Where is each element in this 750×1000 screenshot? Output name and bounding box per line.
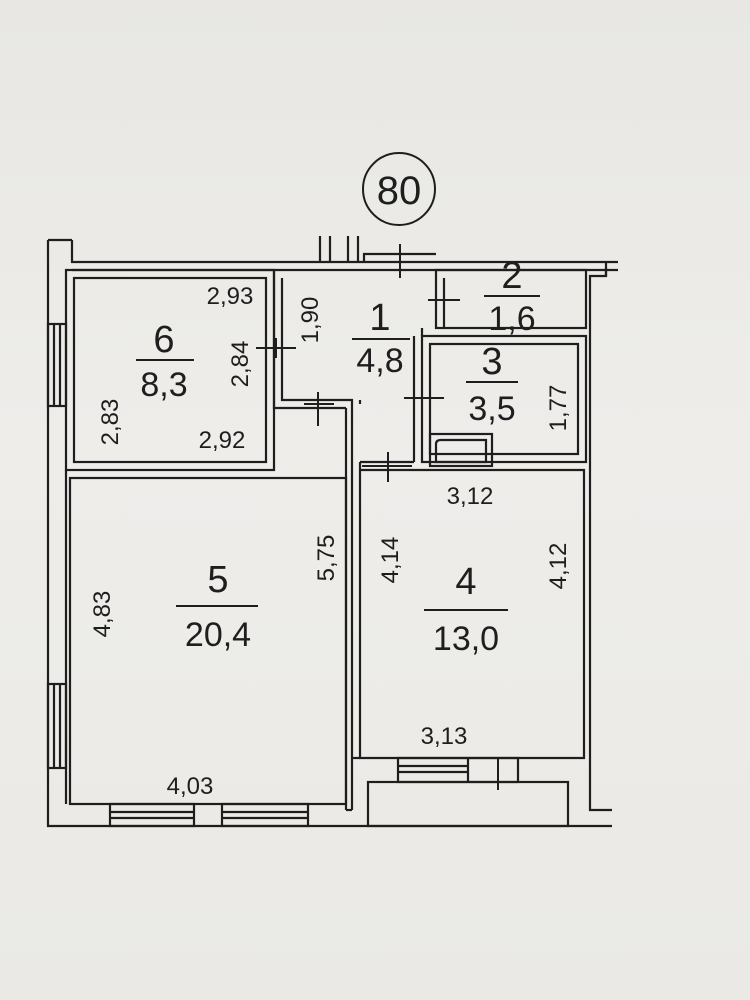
room-3-area: 3,5: [468, 390, 515, 428]
room-4-area: 13,0: [433, 620, 499, 658]
room-4-walls: [358, 462, 586, 760]
dim-room4-right: 4,12: [545, 543, 572, 590]
dim-room6-top: 2,93: [207, 283, 254, 310]
bathtub-basin: [434, 438, 488, 464]
dim-room3-right: 1,77: [545, 385, 572, 432]
room-1-area: 4,8: [356, 342, 403, 380]
dim-room6-left: 2,83: [97, 399, 124, 446]
window-left-room-6: [46, 322, 68, 408]
room-6-area: 8,3: [140, 366, 187, 404]
bathtub: [428, 432, 494, 468]
door-marks: [256, 244, 499, 790]
dim-room5-bottom: 4,03: [167, 773, 214, 800]
room-1-left-wall: [272, 270, 346, 410]
top-door-frame: [362, 252, 436, 262]
outer-wall-right: [588, 262, 612, 812]
dim-room5-left: 4,83: [89, 591, 116, 638]
area-fraction-lines: [136, 295, 540, 611]
room-5-walls: [68, 476, 348, 806]
dim-room4-bottom: 3,13: [421, 723, 468, 750]
window-left-room-5: [46, 682, 68, 770]
room-2-number: 2: [501, 255, 522, 297]
apartment-number: 80: [377, 169, 422, 213]
window-bottom-room-5-b: [220, 802, 310, 828]
room-3-number: 3: [481, 341, 502, 383]
dim-room4-left: 4,14: [377, 537, 404, 584]
apartment-number-badge: 80: [362, 152, 436, 226]
room-1-number: 1: [369, 297, 390, 339]
dim-room6-bottom: 2,92: [199, 427, 246, 454]
dim-room6-right: 2,84: [227, 341, 254, 388]
vent-shaft-marks: [318, 236, 360, 262]
dim-room1-width: 1,90: [297, 297, 324, 344]
room-5-number: 5: [207, 559, 228, 601]
balcony-door-room-4: [396, 756, 520, 784]
room-5-area: 20,4: [185, 616, 251, 654]
outer-wall-top-inner: [70, 240, 618, 264]
badge-circle: [362, 152, 436, 226]
room-2-area: 1,6: [488, 300, 535, 338]
window-bottom-room-5-a: [108, 802, 196, 828]
room-4-number: 4: [455, 561, 476, 603]
dim-room4-top: 3,12: [447, 483, 494, 510]
dim-room5-right: 5,75: [313, 535, 340, 582]
room-6-number: 6: [153, 319, 174, 361]
room-labels: 6 8,3 1 4,8 2 1,6 3 3,5 4 13,0 5 20,4: [140, 255, 535, 658]
dimension-labels: 2,93 2,92 2,83 2,84 1,90 1,77 3,12 4,14 …: [89, 283, 572, 800]
room-6-inner: [72, 276, 268, 464]
balcony: [366, 780, 570, 828]
